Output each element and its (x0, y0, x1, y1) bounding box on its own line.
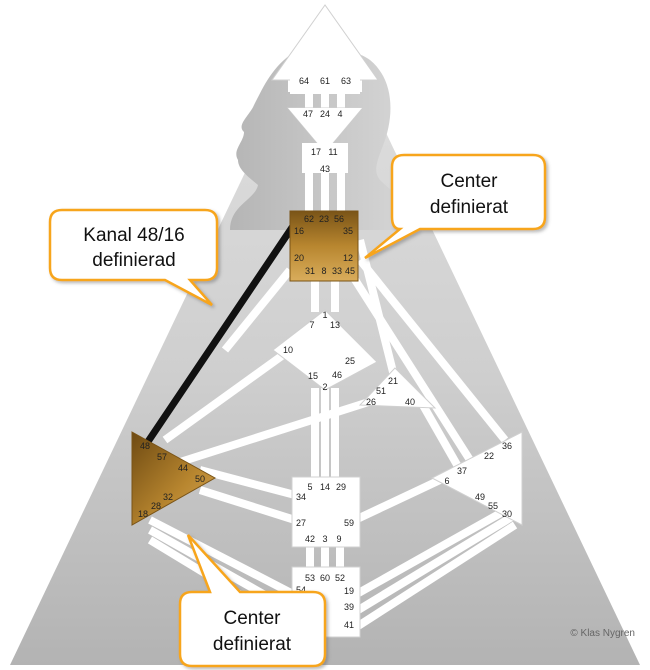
gate-34: 34 (296, 492, 306, 502)
gate-19: 19 (344, 586, 354, 596)
gate-31: 31 (305, 266, 315, 276)
copyright-text: © Klas Nygren (570, 628, 635, 639)
gate-29: 29 (336, 482, 346, 492)
gate-56: 56 (334, 214, 344, 224)
gate-32: 32 (163, 492, 173, 502)
gate-54: 54 (296, 585, 306, 595)
gate-49: 49 (475, 492, 485, 502)
gate-37: 37 (457, 466, 467, 476)
callout-channel-line2: definierad (92, 250, 175, 271)
gate-11: 11 (328, 147, 337, 157)
callout-head-center-line1: Center (440, 171, 498, 192)
callout-head-center (364, 153, 547, 260)
gate-61: 61 (320, 76, 330, 86)
callout-spleen-center-line1: Center (223, 608, 281, 629)
gate-28: 28 (151, 501, 161, 511)
gate-40: 40 (405, 397, 415, 407)
gate-46: 46 (332, 370, 342, 380)
gate-18: 18 (138, 509, 148, 519)
gate-63: 63 (341, 76, 351, 86)
gate-23: 23 (319, 214, 329, 224)
gate-60: 60 (320, 573, 330, 583)
gate-22: 22 (484, 451, 494, 461)
gate-53: 53 (305, 573, 315, 583)
defined-channel-48-16[interactable] (137, 222, 297, 456)
gate-14: 14 (320, 482, 330, 492)
gate-10: 10 (283, 345, 293, 355)
solar-plexus-center[interactable] (430, 431, 523, 526)
gate-41: 41 (344, 620, 354, 630)
callout-channel (48, 208, 219, 307)
gate-27: 27 (296, 518, 306, 528)
gate-47: 47 (303, 109, 313, 119)
gate-3: 3 (322, 534, 327, 544)
callout-head-center-line2: definierat (430, 197, 509, 218)
gate-51: 51 (376, 386, 386, 396)
gate-25: 25 (345, 356, 355, 366)
throat-center[interactable] (289, 210, 359, 282)
gate-5: 5 (307, 482, 312, 492)
gate-26: 26 (366, 397, 376, 407)
gate-12: 12 (343, 253, 353, 263)
gate-50: 50 (195, 474, 205, 484)
gate-43: 43 (320, 164, 330, 174)
gate-55: 55 (488, 501, 498, 511)
gate-9: 9 (336, 534, 341, 544)
g-center[interactable] (272, 309, 378, 391)
channels (147, 92, 518, 632)
gate-30: 30 (502, 509, 512, 519)
gate-7: 7 (309, 320, 314, 330)
callout-spleen-center-line2: definierat (213, 634, 292, 655)
gate-39: 39 (344, 602, 354, 612)
gate-6: 6 (444, 476, 449, 486)
gate-45: 45 (345, 266, 355, 276)
spleen-center[interactable] (131, 431, 217, 526)
gate-59: 59 (344, 518, 354, 528)
gate-42: 42 (305, 534, 315, 544)
ego-center[interactable] (358, 367, 437, 409)
gate-21: 21 (388, 376, 398, 386)
sacral-center[interactable] (291, 476, 361, 548)
gate-36: 36 (502, 441, 512, 451)
gate-1: 1 (322, 310, 327, 320)
gate-20: 20 (294, 253, 304, 263)
gate-48: 48 (140, 441, 150, 451)
gate-33: 33 (332, 266, 342, 276)
gate-13: 13 (330, 320, 340, 330)
gate-52: 52 (335, 573, 345, 583)
gate-4: 4 (337, 109, 342, 119)
gate-8: 8 (321, 266, 326, 276)
callout-spleen-center (178, 534, 327, 668)
head-arrow (271, 4, 379, 81)
gate-16: 16 (294, 226, 304, 236)
gate-17: 17 (311, 147, 321, 157)
gate-15: 15 (308, 371, 318, 381)
gate-62: 62 (304, 214, 314, 224)
gate-64: 64 (299, 76, 309, 86)
gate-44: 44 (178, 463, 188, 473)
gate-24: 24 (320, 109, 330, 119)
gate-57: 57 (157, 452, 167, 462)
gate-35: 35 (343, 226, 353, 236)
gate-2: 2 (322, 382, 327, 392)
callout-channel-line1: Kanal 48/16 (83, 225, 184, 246)
